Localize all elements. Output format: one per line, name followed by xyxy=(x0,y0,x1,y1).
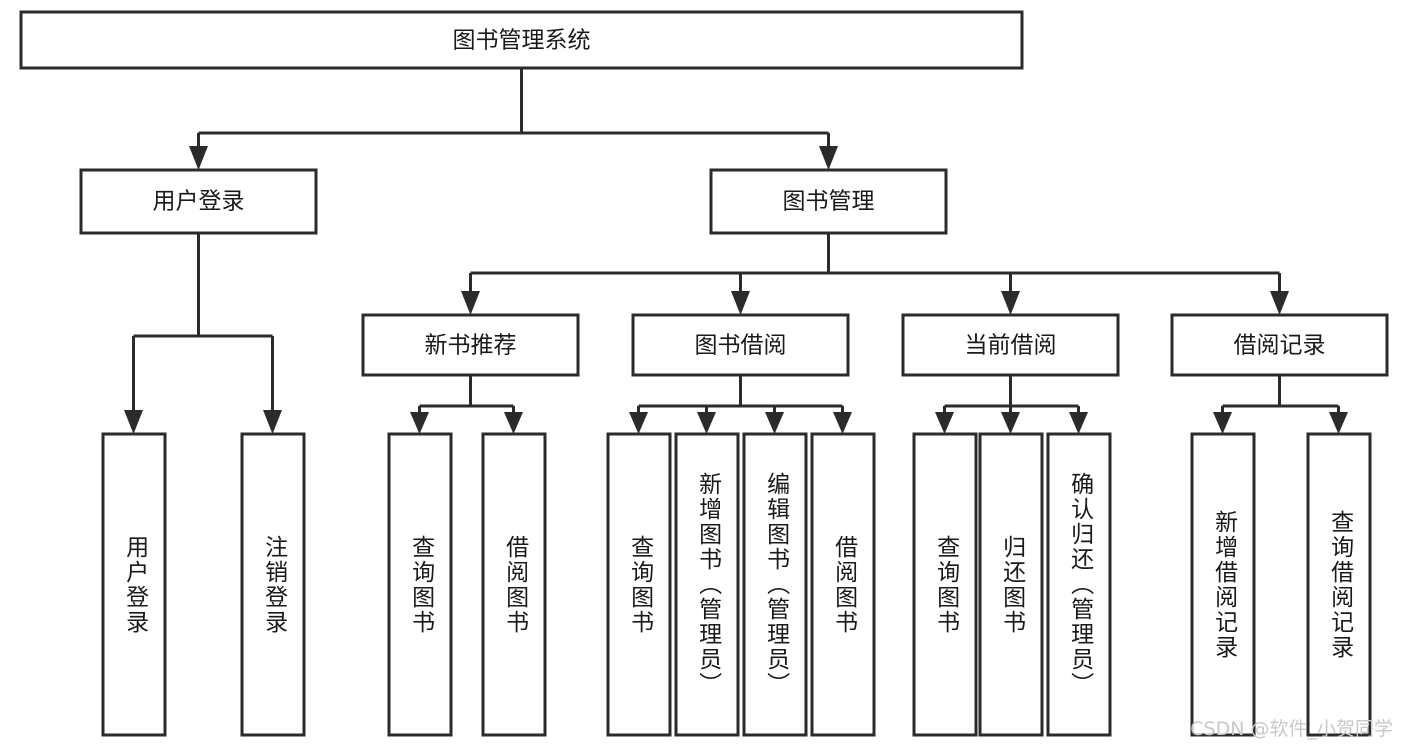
arrow-head-leaf-query-book-current xyxy=(935,412,954,434)
arrow-head-leaf-logout xyxy=(263,410,282,434)
node-leaf-borrow-book-rec-box[interactable] xyxy=(481,432,547,737)
node-leaf-query-record-box[interactable] xyxy=(1306,432,1372,737)
csdn-watermark: CSDN @软件_小贺同学 xyxy=(1190,718,1393,740)
edge-group-book-manage xyxy=(461,233,1289,315)
arrow-head-leaf-add-book xyxy=(697,412,716,434)
edge-group-user-login xyxy=(124,233,282,434)
node-root[interactable]: 图书管理系统 xyxy=(19,10,1024,70)
node-leaf-edit-book-box[interactable] xyxy=(742,432,808,737)
arrow-head-leaf-add-record xyxy=(1213,412,1232,434)
edge-group-book-borrow xyxy=(629,375,852,434)
arrow-head-borrow-record xyxy=(1270,291,1289,315)
node-book-manage-box[interactable] xyxy=(709,168,948,235)
node-leaf-borrow-book-box[interactable] xyxy=(810,432,876,737)
node-root-box[interactable] xyxy=(19,10,1024,70)
arrow-head-leaf-query-book-borrow xyxy=(629,412,648,434)
node-new-book-recommend[interactable]: 新书推荐 xyxy=(361,313,580,377)
node-borrow-record[interactable]: 借阅记录 xyxy=(1170,313,1389,377)
node-leaf-query-book-current-box[interactable] xyxy=(912,432,978,737)
node-leaf-query-book-borrow-box[interactable] xyxy=(606,432,672,737)
arrow-head-leaf-user-login xyxy=(124,410,143,434)
node-borrow-record-box[interactable] xyxy=(1170,313,1389,377)
node-user-login-label: 用户登录 xyxy=(153,189,245,215)
arrow-head-leaf-query-book-rec xyxy=(410,412,429,434)
arrow-head-book-manage xyxy=(819,146,838,170)
node-user-login-box[interactable] xyxy=(79,168,318,235)
node-user-login[interactable]: 用户登录 xyxy=(79,168,318,235)
node-leaf-logout-box[interactable] xyxy=(240,432,306,737)
node-book-manage-label: 图书管理 xyxy=(783,189,875,215)
edge-group-current-borrow xyxy=(935,375,1088,434)
arrow-head-new-book-recommend xyxy=(461,291,480,315)
arrow-head-current-borrow xyxy=(1001,291,1020,315)
arrow-head-leaf-confirm-return xyxy=(1069,412,1088,434)
node-new-book-recommend-label: 新书推荐 xyxy=(425,333,517,359)
node-borrow-record-label: 借阅记录 xyxy=(1234,333,1326,359)
arrow-head-leaf-edit-book xyxy=(765,412,784,434)
node-root-label: 图书管理系统 xyxy=(453,28,591,54)
node-book-borrow[interactable]: 图书借阅 xyxy=(631,313,850,377)
node-book-borrow-box[interactable] xyxy=(631,313,850,377)
node-leaf-user-login-box[interactable] xyxy=(101,432,167,737)
node-leaf-confirm-return-box[interactable] xyxy=(1046,432,1112,737)
arrow-head-leaf-borrow-book xyxy=(833,412,852,434)
edge-group-new-book-recommend xyxy=(410,375,523,434)
edge-group-root xyxy=(189,68,838,170)
node-book-borrow-label: 图书借阅 xyxy=(695,333,787,359)
arrow-head-leaf-return-book xyxy=(1001,412,1020,434)
arrow-head-book-borrow xyxy=(731,291,750,315)
node-leaf-add-book-box[interactable] xyxy=(674,432,740,737)
node-leaf-add-record-box[interactable] xyxy=(1190,432,1256,737)
edge-group-borrow-record xyxy=(1213,375,1348,434)
node-leaf-query-book-rec-box[interactable] xyxy=(387,432,453,737)
arrow-head-leaf-query-record xyxy=(1329,412,1348,434)
node-current-borrow-label: 当前借阅 xyxy=(965,333,1057,359)
node-new-book-recommend-box[interactable] xyxy=(361,313,580,377)
arrow-head-leaf-borrow-book-rec xyxy=(504,412,523,434)
node-current-borrow-box[interactable] xyxy=(901,313,1120,377)
node-current-borrow[interactable]: 当前借阅 xyxy=(901,313,1120,377)
arrow-head-user-login xyxy=(189,146,208,170)
node-book-manage[interactable]: 图书管理 xyxy=(709,168,948,235)
node-leaf-return-book-box[interactable] xyxy=(978,432,1044,737)
